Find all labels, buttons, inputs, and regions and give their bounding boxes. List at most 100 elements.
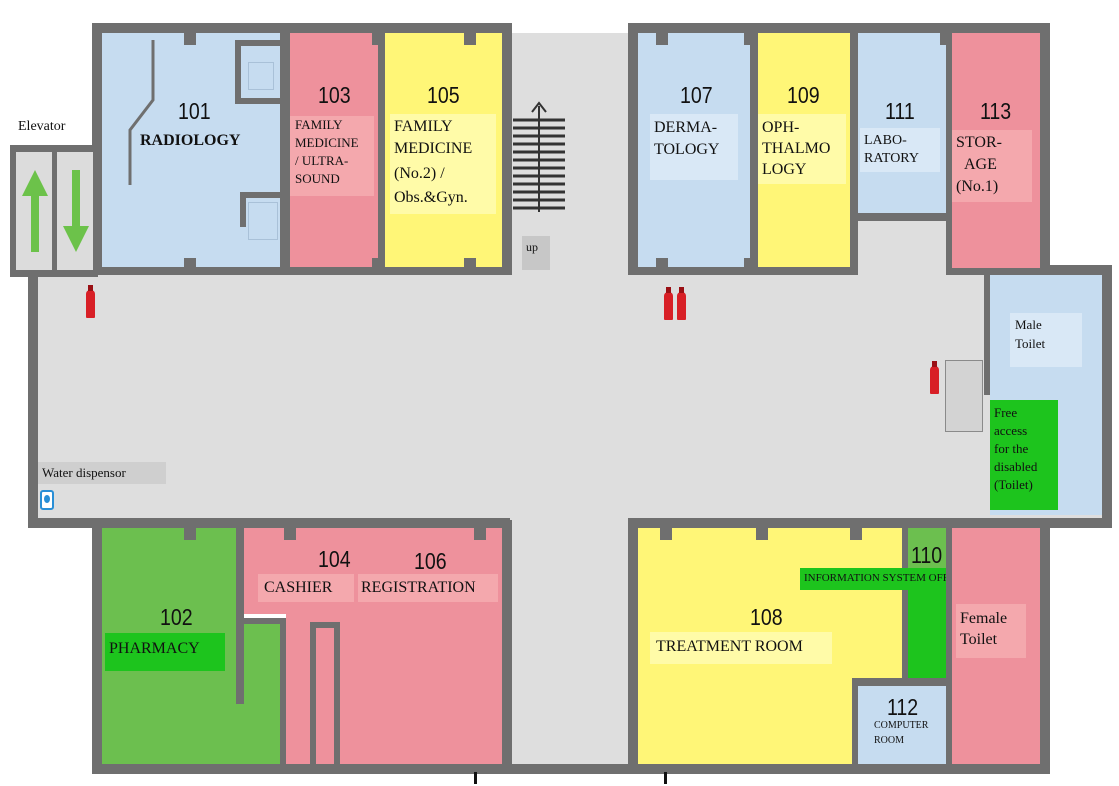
- wall-corridor-108: [628, 520, 638, 770]
- room-110-label: INFORMATION SYSTEM OFFICE: [804, 572, 967, 584]
- room-104-partition-left: [310, 622, 316, 764]
- disabled-toilet-label-line1: Free: [994, 405, 1018, 420]
- disabled-toilet-label-line5: (Toilet): [994, 477, 1033, 492]
- room-113-label-line3: (No.1): [956, 178, 999, 195]
- wall-post: [850, 528, 862, 540]
- room-108-label: TREATMENT ROOM: [656, 638, 803, 655]
- wall-post: [184, 258, 196, 270]
- room-101-number: 101: [178, 98, 211, 124]
- building-wall-left-lower: [92, 520, 102, 774]
- building-wall-right-upper: [1040, 23, 1050, 273]
- room-105-label-line4: Obs.&Gyn.: [394, 189, 468, 206]
- room-110-top: [908, 528, 946, 568]
- corridor-south: [512, 520, 628, 764]
- room-105-label-box: [390, 114, 496, 214]
- room-105-label-line1: FAMILY: [394, 118, 453, 135]
- disabled-toilet[interactable]: [990, 400, 1058, 510]
- wall-corridor-107: [628, 33, 638, 275]
- wall-post: [940, 33, 952, 45]
- wall-post: [184, 33, 196, 45]
- room-113-label-box: [952, 130, 1032, 202]
- wall-post: [474, 528, 486, 540]
- exit-door-mark: [664, 772, 667, 784]
- room-101-booth: [248, 202, 278, 240]
- wall-post: [756, 528, 768, 540]
- room-108-number: 108: [750, 604, 783, 630]
- building-wall-top-right: [628, 23, 1048, 33]
- water-dispenser-label: Water dispensor: [42, 465, 126, 480]
- room-102-annex-wall: [244, 618, 284, 624]
- female-toilet-label-line2: Toilet: [960, 631, 998, 648]
- room-111-wall-bottom: [850, 213, 950, 221]
- room-102-number: 102: [160, 604, 193, 630]
- room-112-number: 112: [887, 694, 919, 720]
- room-107-109-wall-bottom: [628, 267, 858, 275]
- room-109-label-line1: OPH-: [762, 119, 800, 136]
- corridor-wall-bottom-right: [628, 518, 1112, 528]
- elevator-label: Elevator: [18, 119, 66, 134]
- wall-post: [656, 33, 668, 45]
- male-toilet-label-line1: Male: [1015, 317, 1042, 332]
- room-112-wall-top: [852, 678, 950, 686]
- room-102-wall-east: [236, 528, 244, 704]
- wall-post: [184, 528, 196, 540]
- stairs-up-label: up: [526, 240, 538, 254]
- wall-101-103: [280, 33, 290, 275]
- corridor-wall-east-top: [950, 265, 1112, 275]
- fire-extinguisher-icon: [664, 287, 673, 320]
- room-112-label-line2: ROOM: [874, 735, 905, 746]
- room-111-label-box: [860, 128, 940, 172]
- male-toilet-label-box: [1010, 313, 1082, 367]
- room-109-label-line2: THALMO: [762, 140, 831, 157]
- room-104-number: 104: [318, 546, 351, 572]
- room-103-105-wall-bottom: [280, 267, 512, 275]
- wall-108-110: [902, 528, 908, 678]
- room-105-label-line3: (No.2) /: [394, 165, 445, 182]
- corridor-main: [38, 273, 1102, 520]
- room-107-label-box: [650, 114, 738, 180]
- wall-103-105: [378, 33, 385, 275]
- room-112-label-line1: COMPUTER: [874, 720, 929, 731]
- stairs-icon[interactable]: [510, 100, 568, 222]
- room-113-label-line1: STOR-: [956, 134, 1002, 151]
- wall-post: [372, 33, 384, 45]
- room-107-label-line1: DERMA-: [654, 119, 718, 136]
- building-wall-west: [28, 265, 38, 527]
- room-105-label-line2: MEDICINE: [394, 140, 473, 157]
- wall-post: [744, 258, 756, 270]
- room-101-wall-bottom: [102, 267, 292, 275]
- room-102-annex-wall-east: [280, 618, 286, 764]
- room-104-label-box: [258, 574, 354, 602]
- room-103-label-line4: SOUND: [295, 171, 340, 186]
- room-101-label: RADIOLOGY: [140, 132, 241, 149]
- wall-109-111: [850, 33, 858, 275]
- fire-extinguisher-icon: [677, 287, 686, 320]
- room-104-partition: [310, 622, 336, 628]
- fire-extinguisher-icon: [930, 361, 939, 394]
- disabled-toilet-label-line4: disabled: [994, 459, 1038, 474]
- wall-post: [284, 528, 296, 540]
- room-112[interactable]: [858, 686, 946, 764]
- room-109-number: 109: [787, 82, 820, 108]
- room-111[interactable]: [858, 33, 946, 215]
- wall-post: [656, 258, 668, 270]
- disabled-toilet-label-line3: for the: [994, 441, 1029, 456]
- door-swing-icon: [128, 40, 155, 185]
- water-drop-icon: [44, 495, 50, 503]
- room-109-label-box: [758, 114, 846, 184]
- toilet-entry-door[interactable]: [945, 360, 983, 432]
- room-101-partition-bottom: [240, 192, 280, 198]
- female-toilet-label-line1: Female: [960, 610, 1008, 627]
- male-toilet-label-line2: Toilet: [1015, 336, 1046, 351]
- room-101-partition-side: [235, 40, 241, 100]
- room-111-label-line2: RATORY: [864, 151, 919, 166]
- building-wall-bottom: [92, 764, 1050, 774]
- female-toilet-label-box: [956, 604, 1026, 658]
- room-104-partition-right: [334, 622, 340, 764]
- room-106[interactable]: [344, 528, 502, 764]
- room-104-label: CASHIER: [264, 579, 333, 596]
- room-108-label-box: [650, 632, 832, 664]
- disabled-toilet-label-line2: access: [994, 423, 1028, 438]
- wall-110-female-toilet: [946, 528, 952, 764]
- wall-106-corridor: [502, 520, 512, 770]
